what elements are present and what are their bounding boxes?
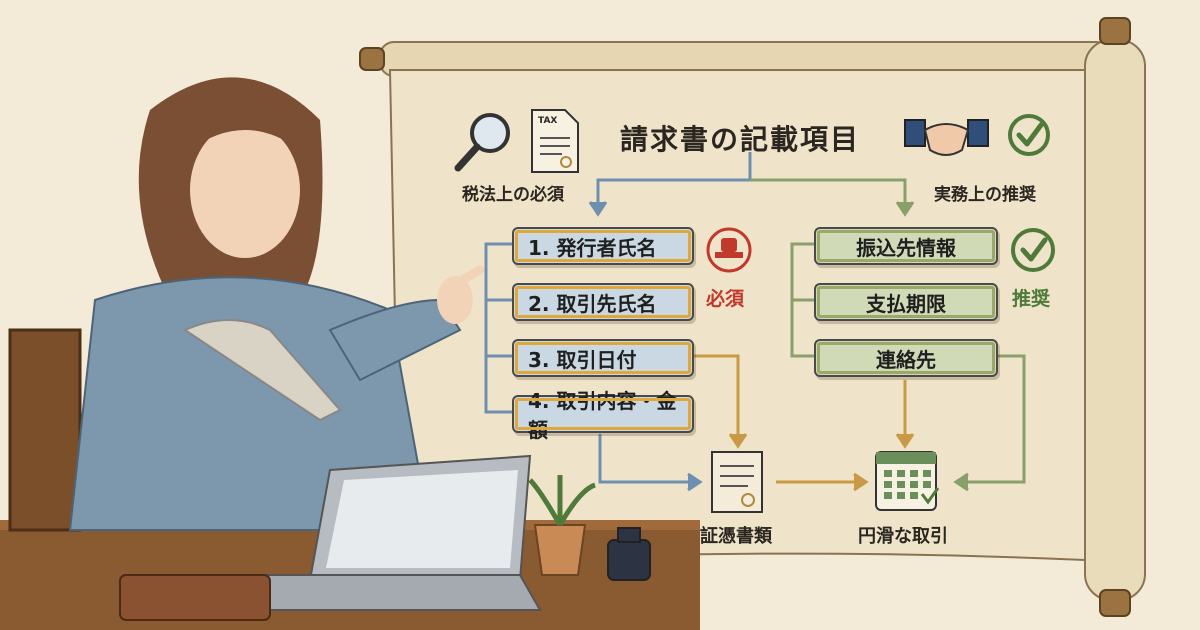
handshake-icon: [904, 119, 989, 156]
required-bracket: [484, 242, 512, 414]
required-badge: 必須: [706, 288, 745, 310]
date-to-document-arrow: [694, 354, 748, 449]
document-to-result-arrow: [776, 472, 869, 492]
left-category-label: 税法上の必須: [462, 185, 564, 205]
output-result-label: 円滑な取引: [858, 526, 948, 547]
document-scroll-icon: [711, 451, 763, 513]
recommended-item-2: 支払期限: [814, 283, 998, 321]
branch-connector: [588, 152, 915, 217]
tax-document-icon: [531, 109, 579, 173]
calendar-icon: [875, 451, 940, 511]
check-circle-icon: [1008, 114, 1050, 156]
ink-bottle: [607, 527, 651, 581]
stamp-icon: [706, 227, 752, 273]
plant: [528, 475, 596, 576]
woman-figure: [68, 77, 485, 531]
output-document-label: 証憑書類: [700, 526, 772, 547]
notebook: [119, 574, 271, 621]
required-item-3: 3. 取引日付: [512, 339, 694, 377]
content-to-document-arrow: [598, 434, 703, 492]
parchment-scroll: [359, 17, 1146, 617]
recommended-badge: 推奨: [1012, 288, 1051, 310]
recommended-item-1: 振込先情報: [814, 227, 998, 265]
laptop: [223, 454, 542, 611]
magnifier-icon: [454, 113, 510, 172]
recommended-item-3: 連絡先: [814, 339, 998, 377]
diagram-title: 請求書の記載項目: [619, 123, 860, 156]
recommend-check-icon: [1011, 228, 1055, 272]
recommended-bracket: [790, 242, 814, 358]
required-item-2: 2. 取引先氏名: [512, 283, 694, 321]
right-category-label: 実務上の推奨: [934, 185, 1036, 205]
required-item-4: 4. 取引内容・金額: [512, 389, 694, 442]
contact-to-result-arrow: [895, 380, 915, 449]
tax-icon-label: TAX: [538, 116, 558, 126]
required-item-1: 1. 発行者氏名: [512, 227, 694, 265]
recommended-to-result-arrow: [953, 354, 1026, 492]
